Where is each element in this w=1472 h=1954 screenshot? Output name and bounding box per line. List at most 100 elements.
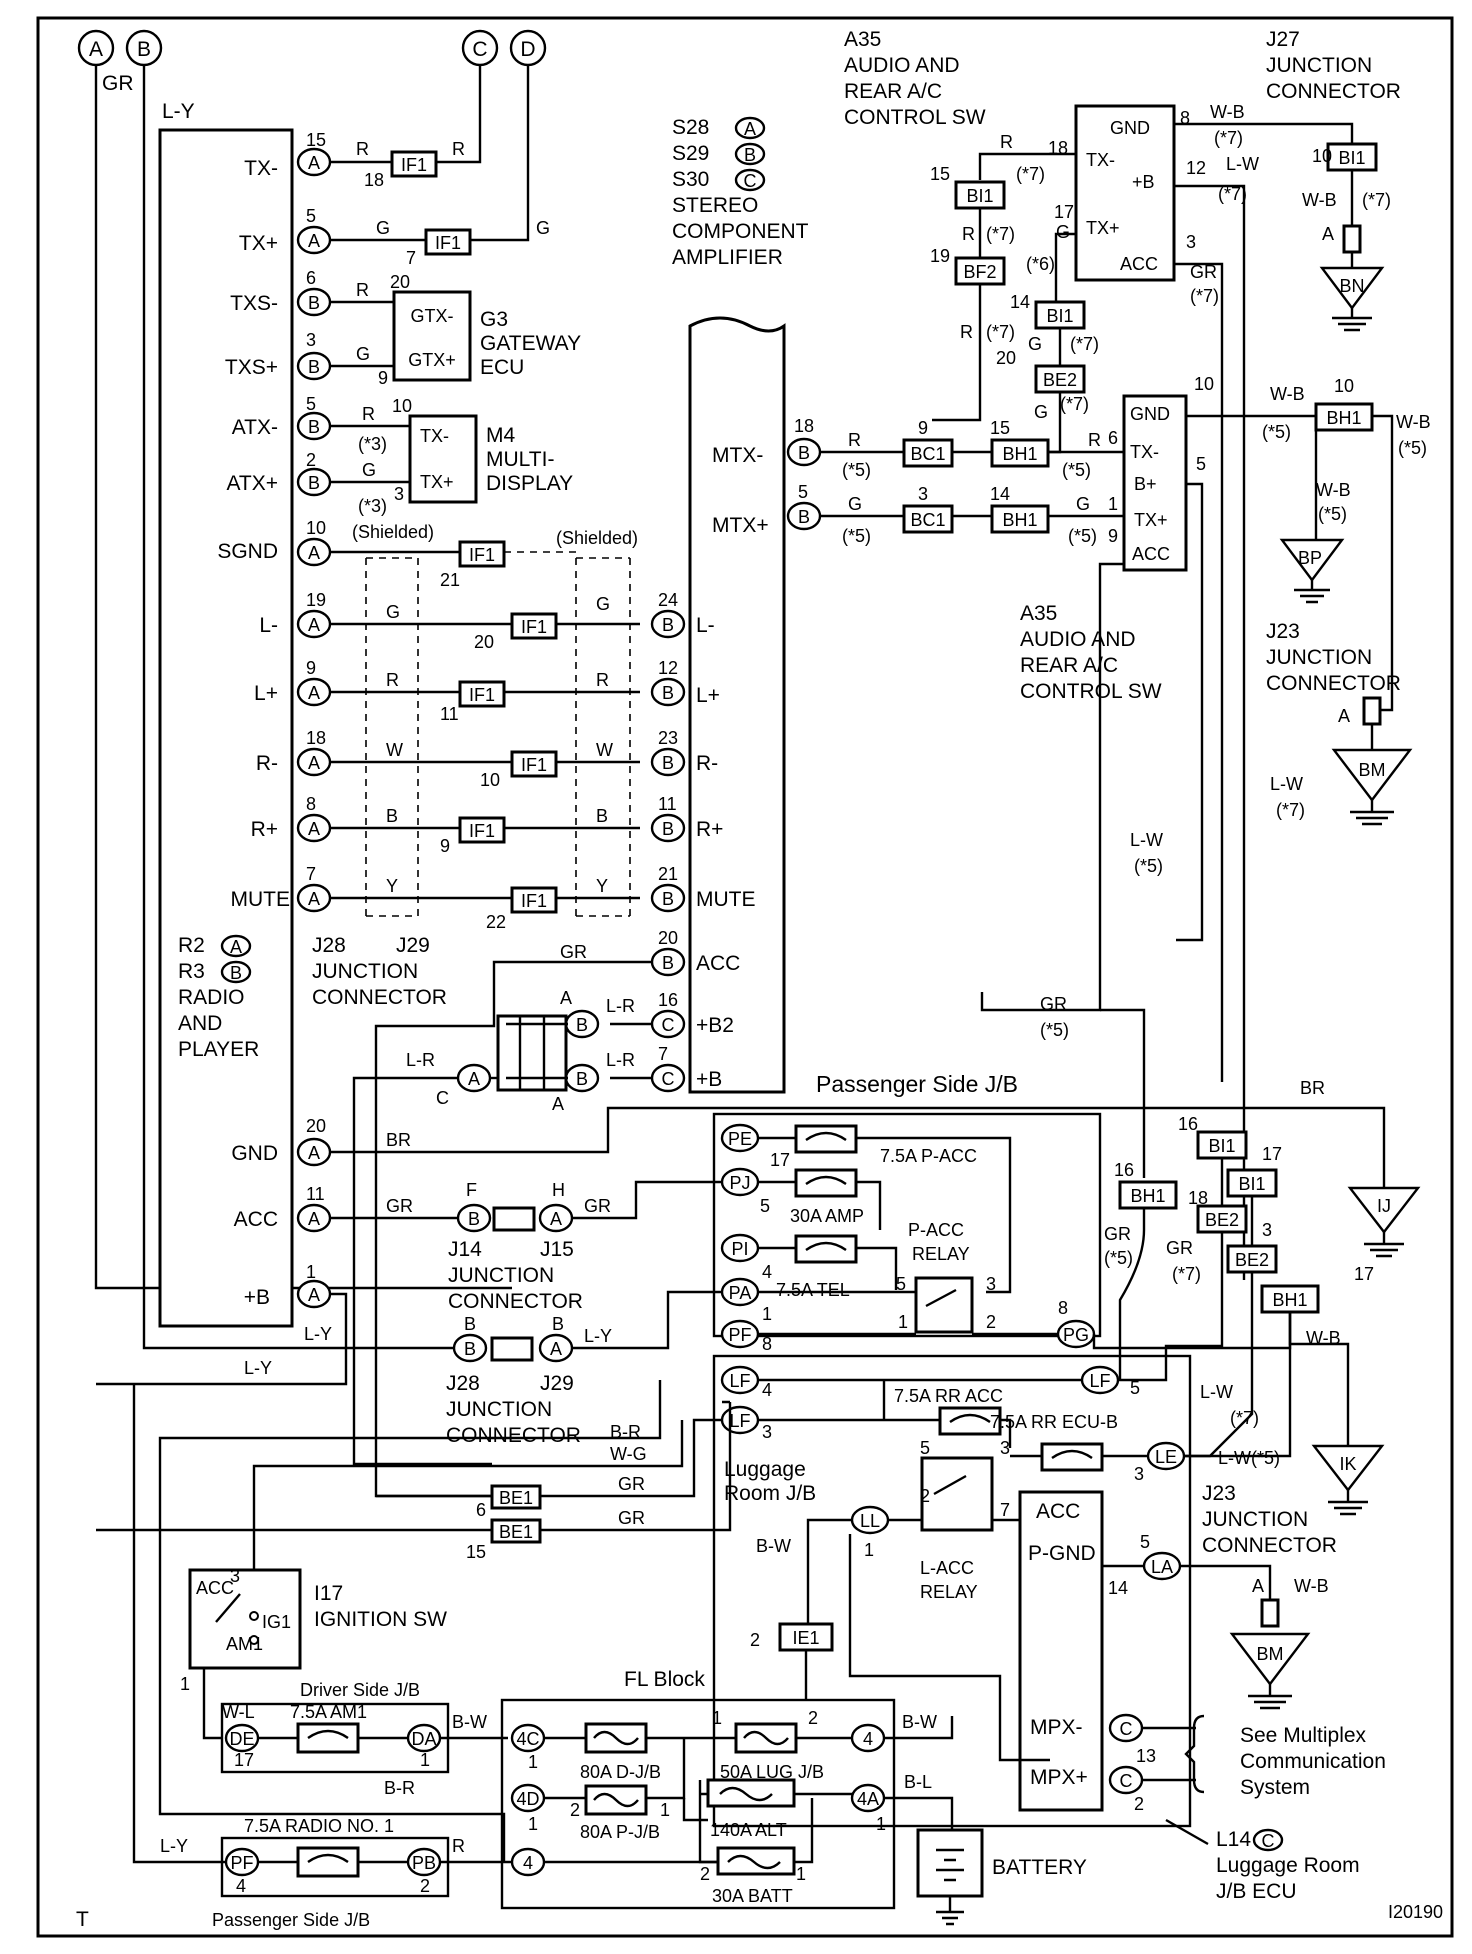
svg-text:RELAY: RELAY [912,1244,970,1264]
svg-text:15: 15 [466,1542,486,1562]
svg-text:B: B [662,889,674,909]
svg-text:TX+: TX+ [1086,218,1120,238]
svg-text:A: A [308,683,320,703]
svg-text:3: 3 [1186,232,1196,252]
svg-text:W-G: W-G [610,1444,647,1464]
svg-text:IG1: IG1 [262,1612,291,1632]
svg-text:C: C [662,1069,675,1089]
svg-text:D: D [520,38,535,61]
svg-text:3: 3 [1000,1438,1010,1458]
svg-text:7.5A AM1: 7.5A AM1 [290,1702,367,1722]
svg-text:8: 8 [762,1334,772,1354]
svg-text:C: C [436,1088,449,1108]
ground-bp: BP [1279,538,1345,604]
svg-text:B-R: B-R [610,1422,641,1442]
svg-text:Room J/B: Room J/B [724,1482,816,1505]
svg-text:10: 10 [392,396,412,416]
svg-text:L-ACC: L-ACC [920,1558,974,1578]
svg-text:9: 9 [440,836,450,856]
top-connector-b: B [125,29,163,67]
svg-text:F: F [466,1180,477,1200]
svg-text:GR: GR [1190,262,1217,282]
svg-text:LF: LF [1089,1371,1110,1391]
svg-text:J/B ECU: J/B ECU [1216,1880,1297,1903]
svg-text:A: A [308,1285,320,1305]
svg-text:B: B [308,473,320,493]
svg-text:5: 5 [306,206,316,226]
svg-text:L-Y: L-Y [160,1836,188,1856]
svg-text:BH1: BH1 [1002,444,1037,464]
svg-text:A: A [308,543,320,563]
svg-text:4: 4 [236,1876,246,1896]
svg-text:R: R [962,224,975,244]
svg-text:+B: +B [696,1068,722,1091]
svg-text:PG: PG [1063,1325,1089,1345]
svg-text:PJ: PJ [729,1173,750,1193]
svg-text:Luggage Room: Luggage Room [1216,1854,1360,1877]
svg-text:L-R: L-R [406,1050,435,1070]
svg-text:G: G [386,602,400,622]
svg-text:AUDIO AND: AUDIO AND [1020,628,1136,651]
svg-text:BF2: BF2 [963,262,996,282]
svg-text:10: 10 [480,770,500,790]
svg-text:MTX-: MTX- [712,444,763,467]
svg-text:12: 12 [658,658,678,678]
svg-text:IF1: IF1 [435,233,461,253]
svg-text:2: 2 [1134,1794,1144,1814]
svg-text:A: A [89,38,103,61]
svg-text:W-B: W-B [1302,190,1337,210]
svg-text:L+: L+ [696,684,720,707]
svg-text:7: 7 [1000,1500,1010,1520]
svg-text:DISPLAY: DISPLAY [486,472,573,495]
svg-text:(*7): (*7) [1218,184,1247,204]
svg-text:B: B [662,753,674,773]
wire-gr-label: GR [102,72,134,95]
svg-text:19: 19 [306,590,326,610]
svg-text:GR: GR [1104,1224,1131,1244]
svg-text:R: R [1000,132,1013,152]
amplifier-pins-right: MTX- 18 B R(*5) MTX+ 5 B G(*5) [712,416,871,546]
svg-text:1: 1 [876,1814,886,1834]
svg-text:BC1: BC1 [910,444,945,464]
svg-text:15: 15 [990,418,1010,438]
svg-text:M4: M4 [486,424,515,447]
svg-text:BE2: BE2 [1205,1210,1239,1230]
svg-text:B-W: B-W [902,1712,937,1732]
svg-text:PLAYER: PLAYER [178,1038,259,1061]
svg-text:JUNCTION: JUNCTION [1266,646,1372,669]
svg-text:GTX-: GTX- [411,306,454,326]
svg-text:W-B: W-B [1316,480,1351,500]
svg-text:G3: G3 [480,308,508,331]
a35-mid-switch [1122,394,1188,572]
svg-text:7.5A RR ACC: 7.5A RR ACC [894,1386,1003,1406]
svg-text:(*5): (*5) [1262,422,1291,442]
svg-text:20: 20 [390,272,410,292]
svg-text:PB: PB [412,1853,436,1873]
svg-text:TX-: TX- [1130,442,1159,462]
svg-text:9: 9 [306,658,316,678]
diagram-frame [36,16,1454,1938]
svg-text:14: 14 [990,484,1010,504]
svg-text:TX-: TX- [420,426,449,446]
svg-text:W-B: W-B [1396,412,1431,432]
svg-text:B+: B+ [1134,474,1157,494]
svg-text:R: R [362,404,375,424]
svg-text:BM: BM [1257,1644,1284,1664]
svg-text:4C: 4C [516,1729,539,1749]
svg-text:(*7): (*7) [1060,394,1089,414]
svg-text:B: B [662,683,674,703]
svg-text:SGND: SGND [217,540,278,563]
svg-text:B: B [662,953,674,973]
svg-text:C: C [472,38,487,61]
svg-text:ATX+: ATX+ [226,472,278,495]
passenger-jb-conns: PE PJ PI PA PF PG [720,1123,1096,1349]
radio-fuse-label: 7.5A RADIO NO. 1 [244,1816,394,1836]
svg-text:System: System [1240,1776,1310,1799]
svg-text:7.5A TEL: 7.5A TEL [776,1280,850,1300]
svg-text:6: 6 [306,268,316,288]
svg-text:(*5): (*5) [1134,856,1163,876]
svg-text:20: 20 [474,632,494,652]
svg-text:22: 22 [486,912,506,932]
svg-text:17: 17 [1054,202,1074,222]
